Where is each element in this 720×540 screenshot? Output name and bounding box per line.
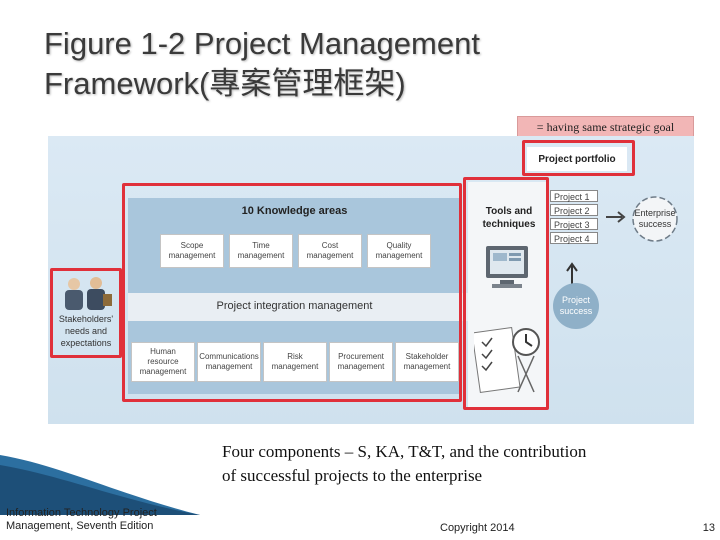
title-line-1: Figure 1-2 Project Management [44,26,480,61]
project-card-4: Project 4 [550,232,598,244]
arrow-to-enterprise-icon [606,210,628,224]
stakeholders-highlight [50,268,122,358]
strategic-goal-note: = having same strategic goal [517,116,694,137]
checklist-clock-icon [471,322,544,402]
stakeholders-label: Stakeholders' needs and expectations [54,313,118,349]
up-arrow-icon [566,262,578,284]
project-stack: Project 1 Project 2 Project 3 Project 4 [548,182,608,256]
decorative-wedge [0,455,200,515]
computer-icon [482,242,532,292]
slide-caption: Four components – S, KA, T&T, and the co… [222,440,682,488]
ka-line: management [237,251,285,260]
ka-line: Human [150,347,176,356]
caption-line: Four components – S, KA, T&T, and the co… [222,442,587,461]
project-card-1: Project 1 [550,190,598,202]
ka-line: management [168,251,216,260]
tools-techniques-label: Tools and techniques [470,205,548,231]
project-success-line: success [559,306,593,316]
ka-line: Cost [321,241,339,250]
portfolio-highlight [522,140,635,176]
enterprise-success-gear-icon: Enterprise success [626,190,684,248]
ka-line: management [306,251,354,260]
ka-line: Communications [199,352,259,361]
enterprise-success-label: Enterprise success [626,208,684,230]
enterprise-line: success [638,219,672,229]
ka-line: Procurement [338,352,384,361]
project-card-2: Project 2 [550,204,598,216]
integration-management-label: Project integration management [216,300,373,312]
ka-line: resource [147,357,179,366]
stakeholders-label-line: expectations [60,338,112,348]
ka-line: management [375,251,423,260]
project-success-line: Project [561,295,590,305]
ka-line: management [337,362,385,371]
tools-label-line: Tools and [485,206,533,217]
ka-line: Time [252,241,270,250]
ka-line: Scope [180,241,204,250]
integration-arrow [128,293,518,321]
knowledge-areas-title: 10 Knowledge areas [241,205,348,217]
ka-line: Stakeholder [405,352,449,361]
page-number: 13 [702,522,715,534]
ka-line: management [271,362,319,371]
enterprise-line: Enterprise [634,208,676,218]
footer-book-title: Information Technology Project Managemen… [6,507,186,533]
tools-techniques-highlight [463,177,549,410]
ka-line: management [403,362,451,371]
stakeholders-people-icon [58,274,116,312]
stakeholders-label-line: Stakeholders' [58,314,114,324]
tools-label-line: techniques [482,219,536,230]
project-card-3: Project 3 [550,218,598,230]
stakeholders-label-line: needs and [64,326,108,336]
ka-line: management [139,367,187,376]
project-portfolio-label: Project portfolio [527,147,627,171]
ka-line: Risk [287,352,303,361]
ka-line: management [205,362,253,371]
footer-book-line: Information Technology Project [6,507,157,519]
caption-line: of successful projects to the enterprise [222,466,483,485]
title-line-2: Framework(專案管理框架) [44,66,406,101]
slide-title: Figure 1-2 Project Management Framework(… [44,24,644,104]
footer-copyright: Copyright 2014 [440,522,515,534]
footer-book-line: Management, Seventh Edition [6,520,154,532]
knowledge-areas-highlight [122,183,462,402]
ka-line: Quality [386,241,412,250]
